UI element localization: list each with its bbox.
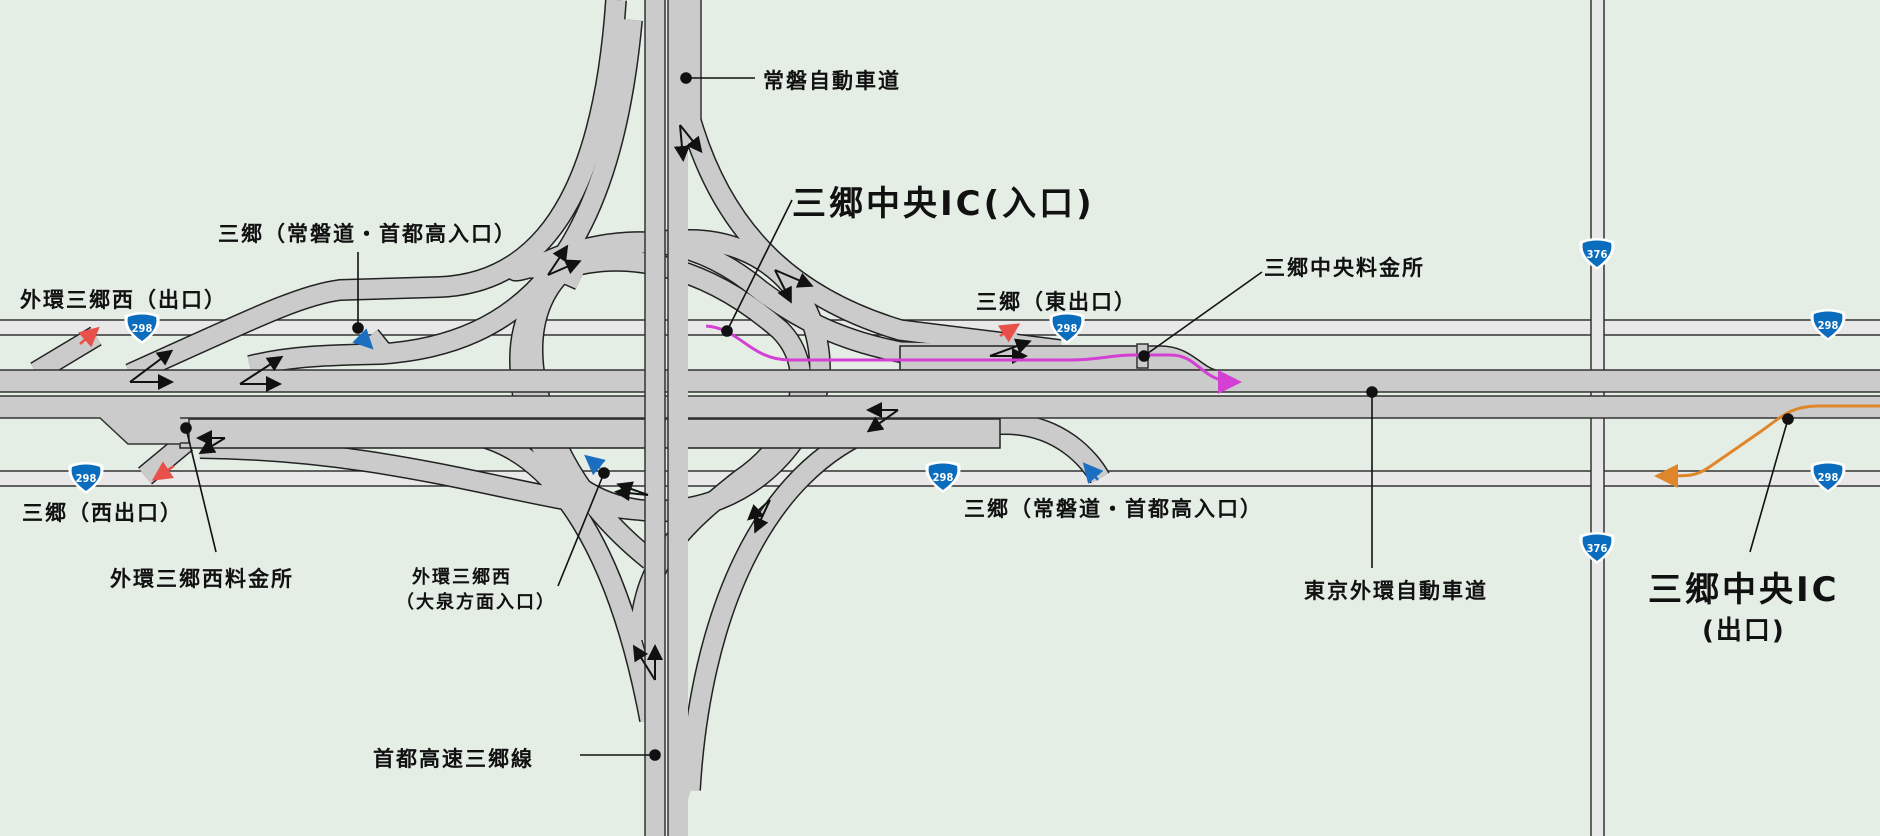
ramps: [30, 0, 1110, 791]
label-gaikan-misato-nishi-exit: 外環三郷西（出口）: [20, 288, 227, 312]
label-joban-expressway: 常磐自動車道: [763, 69, 901, 93]
route-298-shield: 298: [68, 462, 104, 494]
direction-arrows: [129, 124, 1032, 681]
svg-text:298: 298: [1057, 322, 1078, 335]
label-misato-east-exit: 三郷（東出口）: [976, 290, 1137, 314]
svg-text:298: 298: [76, 472, 97, 485]
gaikan-expressway: [0, 369, 1880, 445]
label-misato-entrance-lower: 三郷（常磐道・首都高入口）: [964, 497, 1263, 521]
label-shuto-misato-line: 首都高速三郷線: [373, 747, 534, 771]
route-298-shield: 298: [124, 312, 160, 344]
local-arrows: [78, 323, 1104, 484]
svg-text:376: 376: [1587, 248, 1608, 261]
label-ic-exit-line2: (出口): [1702, 616, 1786, 646]
label-misato-west-exit: 三郷（西出口）: [22, 501, 183, 525]
label-ic-exit-line1: 三郷中央IC: [1648, 570, 1840, 610]
route-298-shield: 298: [925, 461, 961, 493]
label-central-tollgate: 三郷中央料金所: [1264, 256, 1425, 280]
route-376-shield: 376: [1579, 238, 1615, 270]
svg-text:298: 298: [933, 471, 954, 484]
ic-exit-route: [1654, 404, 1880, 488]
label-west-tollgate: 外環三郷西料金所: [110, 567, 294, 591]
svg-text:298: 298: [1818, 471, 1839, 484]
svg-text:376: 376: [1587, 542, 1608, 555]
label-misato-entrance-upper: 三郷（常磐道・首都高入口）: [218, 222, 517, 246]
label-gaikan-expressway: 東京外環自動車道: [1304, 579, 1488, 603]
ic-entrance-route: [705, 324, 1242, 394]
collector-lanes: [177, 343, 1217, 449]
route-298-shield: 298: [1810, 309, 1846, 341]
label-gaikan-misato-nishi-line1: 外環三郷西: [412, 567, 512, 588]
label-ic-entrance: 三郷中央IC(入口): [792, 184, 1095, 224]
route-298-shield: 298: [1049, 312, 1085, 344]
svg-text:298: 298: [1818, 319, 1839, 332]
label-gaikan-misato-nishi-line2: （大泉方面入口）: [396, 592, 556, 613]
svg-text:298: 298: [132, 322, 153, 335]
route-298-shield: 298: [1810, 461, 1846, 493]
leader-lines: [180, 72, 1794, 761]
route-376-shield: 376: [1579, 532, 1615, 564]
joban-expressway: [644, 0, 702, 836]
